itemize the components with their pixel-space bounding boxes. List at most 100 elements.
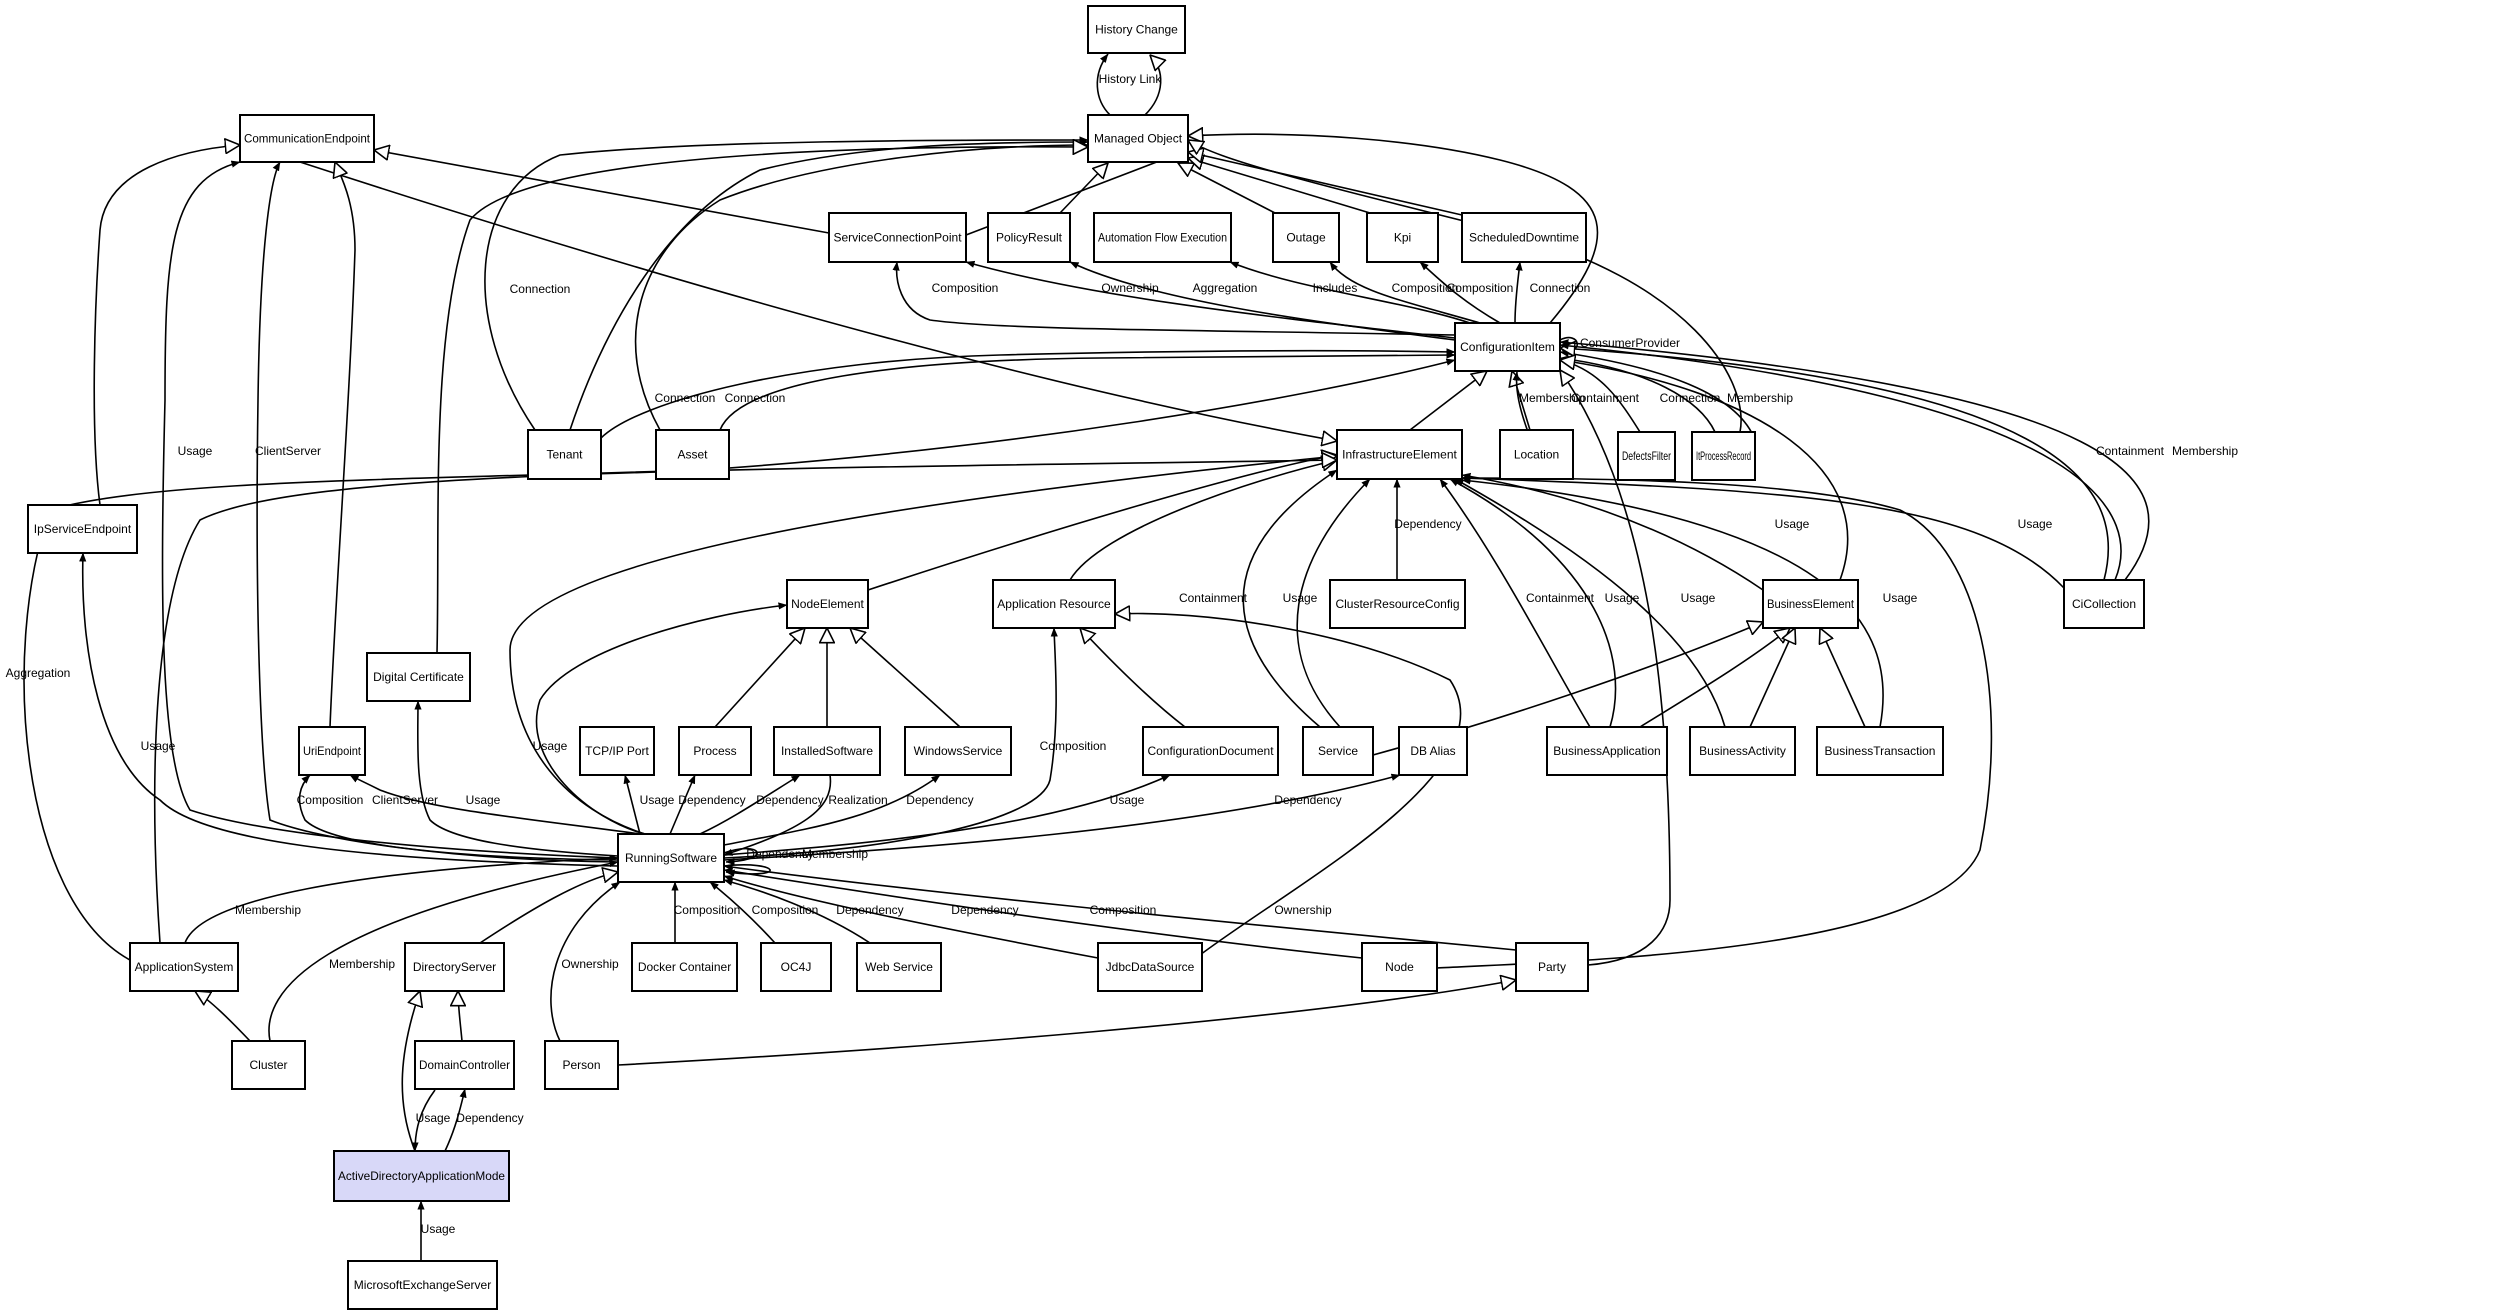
class-node-defects-filter[interactable]: DefectsFilter bbox=[1617, 431, 1676, 481]
association-edge-e72 bbox=[669, 774, 696, 835]
class-label-process: Process bbox=[693, 744, 736, 758]
association-edge-e77 bbox=[723, 773, 1401, 861]
class-label-tenant: Tenant bbox=[546, 448, 583, 462]
edge-label-e71: Usage bbox=[640, 793, 675, 807]
class-node-tenant[interactable]: Tenant bbox=[527, 429, 602, 480]
class-label-party: Party bbox=[1538, 960, 1566, 974]
class-node-cluster[interactable]: Cluster bbox=[231, 1040, 306, 1090]
class-node-kpi[interactable]: Kpi bbox=[1366, 212, 1439, 263]
association-edge-e48 bbox=[1439, 478, 1591, 728]
inheritance-edge-e13 bbox=[436, 147, 1088, 654]
class-node-web-service[interactable]: Web Service bbox=[856, 942, 942, 992]
class-node-node[interactable]: Node bbox=[1361, 942, 1438, 992]
edge-label-e86: Dependency bbox=[951, 903, 1018, 917]
class-node-process[interactable]: Process bbox=[678, 726, 752, 776]
class-box-microsoft-exchange-server bbox=[347, 1260, 498, 1310]
class-node-business-application[interactable]: BusinessApplication bbox=[1546, 726, 1668, 776]
edges-layer bbox=[23, 53, 2150, 1261]
class-node-db-alias[interactable]: DB Alias bbox=[1398, 726, 1468, 776]
class-node-installed-software[interactable]: InstalledSoftware bbox=[773, 726, 881, 776]
class-node-history-change[interactable]: History Change bbox=[1087, 5, 1186, 54]
association-edge-e86 bbox=[723, 875, 1099, 959]
class-node-digital-certificate[interactable]: Digital Certificate bbox=[366, 652, 471, 702]
class-label-application-system: ApplicationSystem bbox=[135, 960, 234, 974]
class-node-tcpip-port[interactable]: TCP/IP Port bbox=[579, 726, 655, 776]
edge-label-e46: Usage bbox=[1283, 591, 1318, 605]
class-node-business-transaction[interactable]: BusinessTransaction bbox=[1816, 726, 1944, 776]
class-node-domain-controller[interactable]: DomainController bbox=[414, 1040, 515, 1090]
class-node-policy-result[interactable]: PolicyResult bbox=[987, 212, 1071, 263]
class-node-asset[interactable]: Asset bbox=[655, 429, 730, 480]
class-node-ci-collection[interactable]: CiCollection bbox=[2063, 579, 2145, 629]
class-label-location: Location bbox=[1514, 448, 1559, 462]
association-edge-e11 bbox=[569, 138, 1089, 431]
edge-label-e15: Composition bbox=[932, 281, 999, 295]
class-node-it-process-record[interactable]: ItProcessRecord bbox=[1691, 431, 1756, 481]
association-edge-e71 bbox=[623, 774, 641, 835]
association-edge-e20 bbox=[1419, 261, 1501, 324]
edge-label-e42: Usage bbox=[141, 739, 176, 753]
inheritance-edge-e34 bbox=[1560, 360, 1849, 581]
class-box-business-activity bbox=[1689, 726, 1796, 776]
edge-label-e76: Usage bbox=[1110, 793, 1145, 807]
class-node-node-element[interactable]: NodeElement bbox=[786, 579, 869, 629]
class-box-location bbox=[1499, 429, 1574, 480]
association-edge-e27 bbox=[1512, 371, 1529, 433]
association-edge-e60 bbox=[535, 602, 788, 835]
class-node-location[interactable]: Location bbox=[1499, 429, 1574, 480]
association-edge-e24 bbox=[719, 351, 1456, 431]
class-label-it-process-record: ItProcessRecord bbox=[1696, 449, 1751, 463]
class-node-service[interactable]: Service bbox=[1302, 726, 1374, 776]
association-edge-e53 bbox=[1461, 474, 2065, 589]
class-node-infrastructure-element[interactable]: InfrastructureElement bbox=[1336, 429, 1463, 480]
class-node-scheduled-downtime[interactable]: ScheduledDowntime bbox=[1461, 212, 1587, 263]
class-node-oc4j[interactable]: OC4J bbox=[760, 942, 832, 992]
class-node-person[interactable]: Person bbox=[544, 1040, 619, 1090]
class-node-windows-service[interactable]: WindowsService bbox=[904, 726, 1012, 776]
class-node-microsoft-exchange-server[interactable]: MicrosoftExchangeServer bbox=[347, 1260, 498, 1310]
class-node-communication-endpoint[interactable]: CommunicationEndpoint bbox=[239, 114, 375, 163]
edge-label-e16: Ownership bbox=[1101, 281, 1159, 295]
class-node-business-element[interactable]: BusinessElement bbox=[1762, 579, 1859, 629]
class-node-automation-flow-execution[interactable]: Automation Flow Execution bbox=[1093, 212, 1232, 263]
class-node-outage[interactable]: Outage bbox=[1272, 212, 1340, 263]
class-box-person bbox=[544, 1040, 619, 1090]
class-node-application-resource[interactable]: Application Resource bbox=[992, 579, 1116, 629]
association-edge-e70 bbox=[349, 774, 641, 835]
inheritance-edge-e82 bbox=[479, 872, 618, 944]
class-label-managed-object: Managed Object bbox=[1094, 132, 1183, 146]
class-box-tenant bbox=[527, 429, 602, 480]
class-node-party[interactable]: Party bbox=[1515, 942, 1589, 992]
edge-label-e63: Composition bbox=[1040, 739, 1107, 753]
association-edge-e95 bbox=[444, 1088, 467, 1152]
class-label-docker-container: Docker Container bbox=[638, 960, 731, 974]
class-node-application-system[interactable]: ApplicationSystem bbox=[129, 942, 239, 992]
edge-label-e18: Includes bbox=[1313, 281, 1358, 295]
class-box-infrastructure-element bbox=[1336, 429, 1463, 480]
class-node-directory-server[interactable]: DirectoryServer bbox=[404, 942, 505, 992]
inheritance-edge-e56 bbox=[154, 460, 1337, 944]
class-node-docker-container[interactable]: Docker Container bbox=[631, 942, 738, 992]
class-node-running-software[interactable]: RunningSoftware bbox=[617, 833, 725, 883]
edge-label-e29: Connection bbox=[1660, 391, 1721, 405]
association-edge-e30 bbox=[1559, 349, 1756, 441]
class-node-configuration-item[interactable]: ConfigurationItem bbox=[1454, 322, 1561, 372]
association-edge-e52 bbox=[1461, 477, 1884, 728]
edge-label-e79: Membership bbox=[802, 847, 868, 861]
class-node-active-directory-application-mode[interactable]: ActiveDirectoryApplicationMode bbox=[333, 1150, 510, 1202]
class-node-jdbc-data-source[interactable]: JdbcDataSource bbox=[1097, 942, 1203, 992]
class-node-configuration-document[interactable]: ConfigurationDocument bbox=[1142, 726, 1279, 776]
class-label-service-connection-point: ServiceConnectionPoint bbox=[833, 231, 962, 245]
class-node-business-activity[interactable]: BusinessActivity bbox=[1689, 726, 1796, 776]
class-node-service-connection-point[interactable]: ServiceConnectionPoint bbox=[828, 212, 967, 263]
class-node-cluster-resource-config[interactable]: ClusterResourceConfig bbox=[1329, 579, 1466, 629]
class-label-cluster-resource-config: ClusterResourceConfig bbox=[1335, 597, 1459, 611]
inheritance-edge-e57 bbox=[714, 628, 805, 728]
class-label-microsoft-exchange-server: MicrosoftExchangeServer bbox=[354, 1278, 491, 1292]
class-node-uri-endpoint[interactable]: UriEndpoint bbox=[298, 726, 366, 776]
class-node-managed-object[interactable]: Managed Object bbox=[1087, 114, 1189, 163]
class-node-ip-service-endpoint[interactable]: IpServiceEndpoint bbox=[27, 504, 138, 554]
class-label-active-directory-application-mode: ActiveDirectoryApplicationMode bbox=[338, 1169, 505, 1183]
association-edge-e88 bbox=[723, 863, 1517, 951]
